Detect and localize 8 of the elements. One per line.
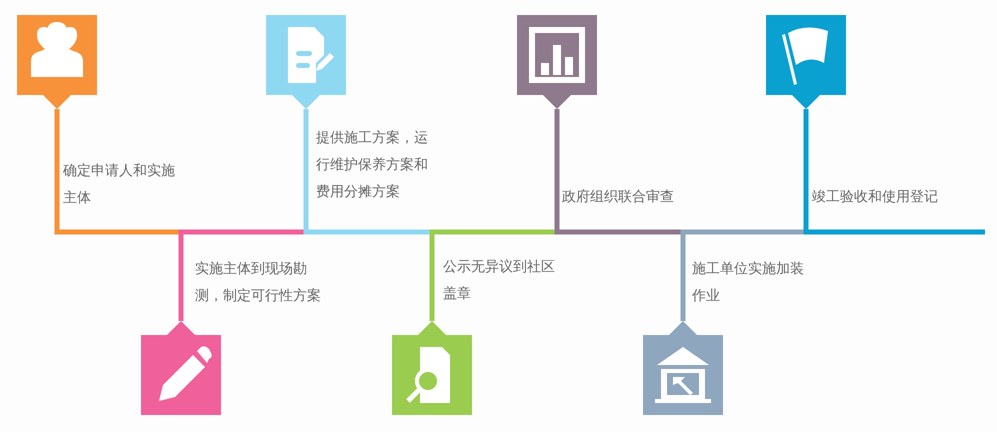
- timeline-connector: [804, 109, 985, 234]
- step-description: 公示无异议到社区盖章: [443, 258, 556, 304]
- step-description: 实施主体到现场勘测，制定可行性方案: [195, 260, 322, 306]
- step-description: 施工单位实施加装作业: [692, 260, 805, 306]
- step-description: 确定申请人和实施主体: [63, 162, 176, 208]
- step-description: 政府组织联合审查: [562, 188, 675, 207]
- step-description: 提供施工方案，运行维护保养方案和费用分摊方案: [316, 129, 429, 202]
- step-description: 竣工验收和使用登记: [812, 188, 939, 207]
